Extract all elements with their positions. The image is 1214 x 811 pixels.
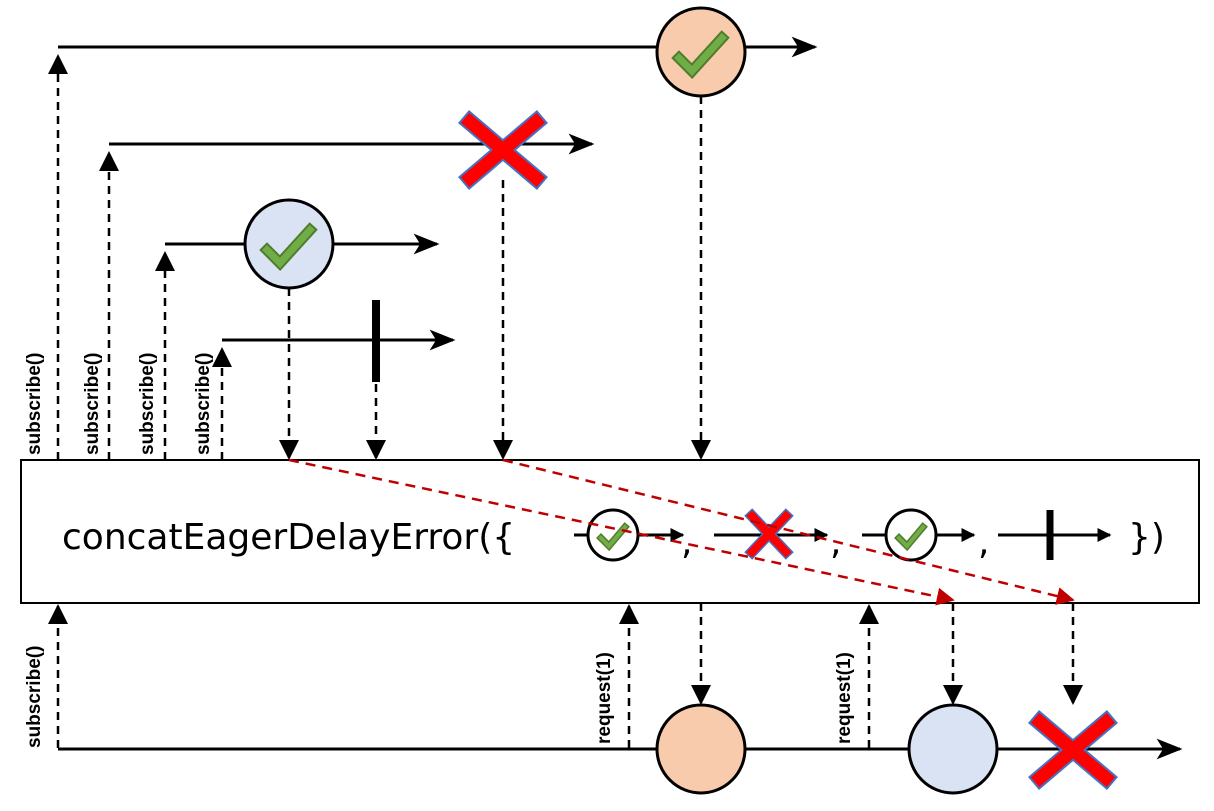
subscribe-label: subscribe() (82, 353, 103, 455)
subscribe-label: subscribe() (24, 646, 45, 748)
operator-arg-3 (862, 508, 976, 562)
cross-icon (458, 110, 548, 190)
source-timeline-2 (109, 110, 595, 190)
delayed-signal-arrows (288, 458, 1075, 606)
operator-prefix: concatEagerDelayError({ (62, 517, 515, 558)
source-3-item-marble (243, 198, 335, 290)
lower-arrows (48, 603, 1083, 748)
request-label: request(1) (594, 652, 615, 744)
cross-icon (1028, 710, 1118, 790)
request-label: request(1) (834, 652, 855, 744)
source-timeline-4 (222, 300, 456, 382)
labels-lower: subscribe() request(1) request(1) (24, 646, 855, 748)
operator-suffix: }) (1128, 517, 1165, 558)
source-1-item-marble (655, 6, 747, 98)
output-timeline (58, 703, 1183, 795)
subscribe-label: subscribe() (24, 353, 45, 455)
operator-arg-1 (574, 508, 685, 562)
signal-arrows-down (279, 96, 711, 460)
operator-separator: , (978, 522, 989, 563)
source-timeline-1 (58, 6, 818, 98)
subscribe-label: subscribe() (137, 353, 158, 455)
output-item-marble-2 (907, 703, 999, 795)
subscribe-label: subscribe() (193, 353, 214, 455)
operator-separator: , (681, 522, 692, 563)
operator-arg-4 (998, 510, 1112, 560)
source-timeline-3 (165, 198, 440, 290)
subscribe-labels-upper: subscribe() subscribe() subscribe() subs… (24, 353, 214, 455)
output-item-marble-1 (655, 703, 747, 795)
subscribe-arrows-upper (48, 54, 232, 460)
